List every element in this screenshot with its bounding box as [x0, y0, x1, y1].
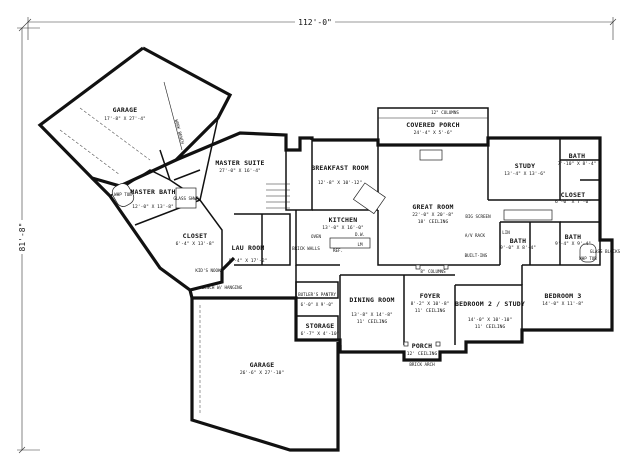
brick-arch-label: BRICK ARCH	[409, 362, 435, 367]
covered-porch-name: COVERED PORCH	[406, 121, 459, 129]
master-suite-name: MASTER SUITE	[215, 159, 264, 167]
whp-tub-label: WHP TUB	[114, 192, 132, 197]
glass-shwr-label: GLASS SHWR	[173, 196, 199, 201]
foyer-ceiling: 11' CEILING	[415, 308, 446, 314]
porch-ceiling: 12' CEILING	[407, 351, 438, 357]
dw-label: D.W.	[355, 232, 365, 237]
brick-walls-label: BRICK WALLS	[292, 246, 320, 251]
dining-ceiling: 11' CEILING	[357, 319, 388, 325]
bedroom2-ceiling: 11' CEILING	[475, 324, 506, 330]
closet-master-name: CLOSET	[183, 232, 208, 240]
dining-name: DINING ROOM	[349, 296, 394, 304]
interior-walls	[109, 117, 601, 347]
porch-name: PORCH	[412, 342, 433, 350]
dining-size: 13'-8" X 14'-8"	[351, 312, 393, 318]
staircase	[266, 183, 290, 209]
closet-master-size: 6'-4" X 13'-8"	[176, 241, 215, 247]
butlers-name: BUTLER'S PANTRY	[298, 292, 336, 297]
great-room-size: 22'-0" X 20'-8"	[412, 212, 454, 218]
glass-blocks-label: GLASS BLOCKS	[590, 249, 621, 254]
bedroom2-size: 14'-0" X 10'-10"	[468, 317, 512, 323]
storage-name: STORAGE	[306, 322, 335, 330]
lin-label: LIN	[502, 230, 510, 235]
study-name: STUDY	[515, 162, 536, 170]
bath-r-name: BATH	[565, 233, 581, 241]
breakfast-size: 12'-8" X 10'-12"	[318, 180, 362, 186]
garage-bottom-size: 26'-6" X 27'-10"	[240, 370, 284, 376]
breakfast-name: BREAKFAST ROOM	[311, 164, 369, 172]
master-bath-size: 12'-0" X 13'-8"	[132, 204, 174, 210]
bench-label: BENCH W/ HANGING	[202, 285, 243, 290]
bedroom3-name: BEDROOM 3	[544, 292, 581, 300]
overall-width-label: 112'-0"	[298, 18, 332, 27]
garage-top-name: GARAGE	[113, 106, 138, 114]
covered-porch-columns-note: 12" COLUMNS	[431, 110, 459, 115]
master-suite-size: 27'-0" X 16'-4"	[219, 168, 261, 174]
butlers-size: 6'-0" X 9'-0"	[301, 302, 334, 307]
bedroom2-name: BEDROOM 2 / STUDY	[455, 300, 525, 308]
lau-room-size: 8'-4" X 17'-2"	[229, 258, 268, 264]
foyer-size: 8'-2" X 10'-8"	[411, 301, 450, 307]
garage-doors	[59, 107, 201, 415]
garage-top-size: 17'-8" X 27'-4"	[104, 116, 146, 122]
columns-label: 8" COLUMNS	[420, 269, 446, 274]
kitchen-size: 13'-0" X 16'-0"	[322, 225, 364, 231]
built-ins-label: BUILT-INS	[465, 253, 488, 258]
work-bench-label: WORK BENCH	[174, 119, 185, 145]
bath-tr-size: 7'-10" X 8'-4"	[558, 161, 597, 167]
garage-bottom-name: GARAGE	[250, 361, 275, 369]
closet-tr-name: CLOSET	[561, 191, 586, 199]
foyer-name: FOYER	[420, 292, 441, 300]
bath-r-size: 9'-4" X 9'-4"	[555, 241, 591, 247]
covered-porch-size: 24'-4" X 5'-6"	[414, 130, 453, 136]
big-screen-label: BIG SCREEN	[465, 214, 491, 219]
great-room-name: GREAT ROOM	[412, 203, 453, 211]
oven-label: OVEN	[311, 234, 322, 239]
av-rack-label: A/V RACK	[465, 233, 486, 238]
closet-tr-size: 6'-0" X 7'-0"	[555, 199, 591, 205]
room-labels: GARAGE 17'-8" X 27'-4" WORK BENCH MASTER…	[104, 106, 620, 376]
bath-mid-size: 9'-0" X 8'-4"	[500, 245, 536, 251]
kitchen-name: KITCHEN	[329, 216, 358, 224]
whp-tub-r-label: WHP TUB	[579, 256, 597, 261]
study-size: 13'-4" X 13'-6"	[504, 171, 546, 177]
overall-depth-label: 81'-8"	[18, 223, 27, 252]
bath-mid-name: BATH	[510, 237, 526, 245]
kids-nook-label: KID'S NOOK	[195, 268, 221, 273]
storage-size: 6'-7" X 4'-10"	[301, 331, 340, 337]
master-bath-name: MASTER BATH	[130, 188, 175, 196]
bath-tr-name: BATH	[569, 152, 585, 160]
great-room-ceiling: 18' CEILING	[418, 219, 449, 225]
ref-label: REF.	[333, 248, 343, 253]
lm-label: LM	[357, 242, 363, 247]
lau-room-name: LAU ROOM	[232, 244, 265, 252]
bedroom3-size: 14'-0" X 11'-8"	[542, 301, 584, 307]
